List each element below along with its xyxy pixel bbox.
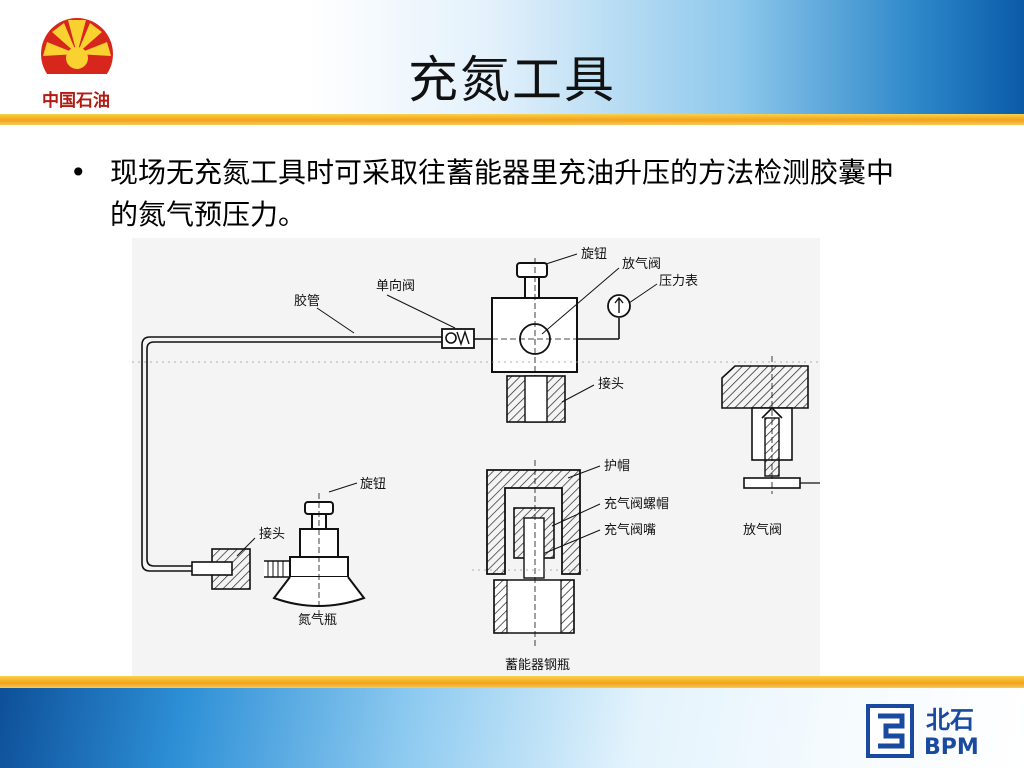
label-connector-top: 接头 [598,376,624,392]
label-connector-bottom: 接头 [259,526,285,542]
diagram-drawing: 旋钮 放气阀 压力表 单向阀 胶管 接头 护帽 充气阀螺帽 充气阀嘴 放气阀 旋… [132,247,820,673]
label-charging-valve-nozzle: 充气阀嘴 [604,522,656,538]
label-nitrogen-bottle: 氮气瓶 [298,612,337,628]
footer-band [0,676,1024,768]
petrochina-logo-icon [38,18,116,90]
brand-name-left: 中国石油 [42,91,110,111]
accumulator-charging-valve [486,460,581,648]
nitrogen-bottle [272,493,366,618]
bullet-symbol: • [70,156,87,189]
header-orange-stripe [0,114,1024,125]
label-accumulator-bottle: 蓄能器钢瓶 [505,658,570,673]
nitrogen-charging-tool-diagram: 旋钮 放气阀 压力表 单向阀 胶管 接头 护帽 充气阀螺帽 充气阀嘴 放气阀 旋… [132,238,820,676]
label-bleed-valve-right: 放气阀 [743,522,782,538]
label-charging-valve-nut: 充气阀螺帽 [604,496,669,512]
label-protective-cap: 护帽 [604,458,630,474]
footer-orange-stripe [0,676,1024,688]
label-hose: 胶管 [294,293,320,309]
bpm-logo-cn: 北石 [926,706,974,734]
hose-connector [191,548,291,590]
bpm-logo-en: BPM [924,735,979,760]
label-knob-top: 旋钮 [581,247,607,262]
charging-head [491,258,620,423]
bullet-text: 现场无充氮工具时可采取往蓄能器里充油升压的方法检测胶囊中的氮气预压力。 [110,156,895,231]
label-check-valve: 单向阀 [376,278,415,294]
pressure-gauge-icon [607,294,631,318]
bleed-valve-right [721,356,820,494]
label-knob-bottom: 旋钮 [360,477,386,492]
label-bleed-valve-top: 放气阀 [622,256,661,272]
check-valve-symbol [441,328,475,349]
hose-line [141,336,442,572]
header-band [0,0,1024,125]
slide-title: 充氮工具 [408,51,616,109]
label-pressure-gauge: 压力表 [659,274,698,289]
bpm-logo-icon: 北石 BPM [866,704,979,760]
